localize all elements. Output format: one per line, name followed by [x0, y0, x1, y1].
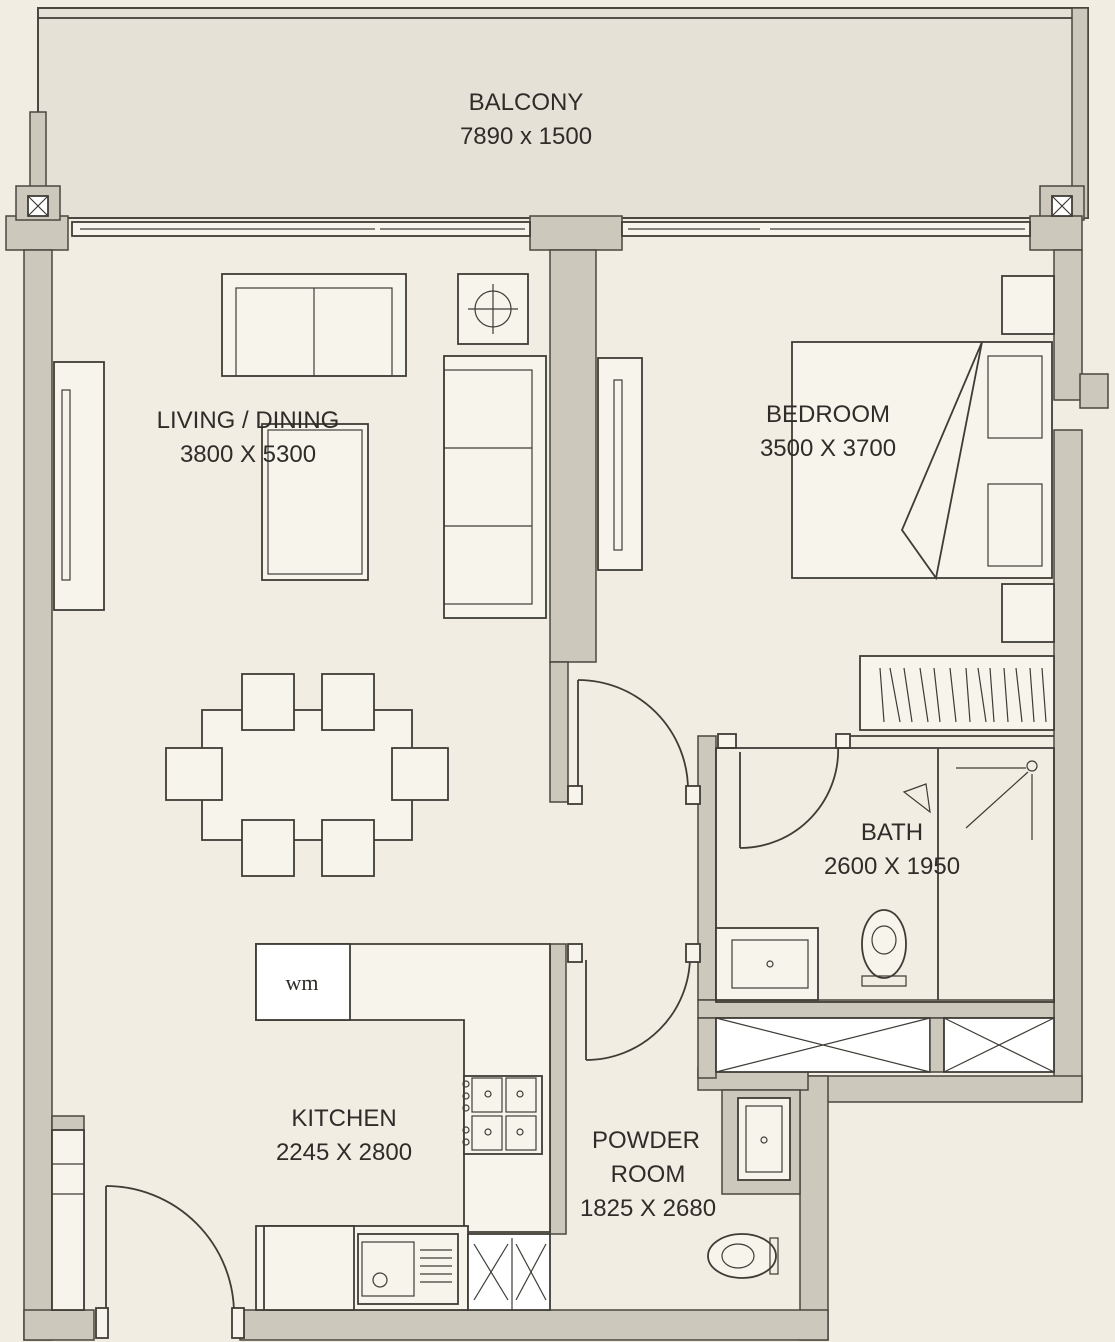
shower-head-icon: [1026, 760, 1038, 772]
wall-left: [23, 249, 53, 1341]
wall-corner-left: [5, 215, 69, 251]
dining-chair: [241, 819, 295, 877]
fridge: [263, 1225, 355, 1311]
powder-room-label-line2: ROOM: [611, 1161, 686, 1188]
wall-storage-left: [697, 1017, 717, 1079]
bedroom-door-swing: [577, 679, 689, 791]
nightstand: [1001, 275, 1055, 335]
outer-walls: [5, 185, 1109, 1341]
wall-top-middle: [529, 215, 623, 251]
powder-room-size: 1825 X 2680: [580, 1195, 716, 1222]
balcony-label: BALCONY: [469, 89, 584, 116]
powder-basin: [737, 1097, 791, 1181]
kitchen-fixtures: [51, 943, 551, 1311]
bath-label: BATH: [861, 819, 923, 846]
wall-living-bedroom-lower: [549, 661, 569, 803]
pillow: [987, 355, 1043, 439]
powder-door-swing: [585, 955, 691, 1061]
wall-right-upper: [1053, 249, 1083, 401]
doors: [95, 679, 851, 1339]
washing-machine: [255, 943, 351, 1021]
bath-toilet: [861, 909, 907, 979]
storage-cabinets: [715, 1017, 1055, 1073]
wall-powder-right: [799, 1075, 829, 1341]
kitchen-sink: [357, 1233, 459, 1305]
dining-chair: [321, 819, 375, 877]
cooktop: [463, 1075, 543, 1155]
dining-chair: [321, 673, 375, 731]
washing-machine-label: wm: [286, 970, 319, 995]
bed-blanket-fold: [900, 341, 983, 581]
bed: [791, 341, 1053, 579]
powder-fixtures: [707, 1097, 791, 1279]
powder-room-label-line1: POWDER: [592, 1127, 700, 1154]
dining-chair: [391, 747, 449, 801]
coffee-table: [261, 423, 369, 581]
living-dining-size: 3800 X 5300: [180, 441, 316, 468]
wall-right-notch: [1079, 373, 1109, 409]
bath-door-swing: [739, 743, 840, 849]
bedroom-size: 3500 X 3700: [760, 435, 896, 462]
living-furniture: [53, 273, 547, 619]
kitchen-size: 2245 X 2800: [276, 1139, 412, 1166]
wall-kitchen-powder: [549, 943, 567, 1235]
wall-bottom: [239, 1309, 829, 1341]
shower-drain-arrow: [965, 771, 1029, 829]
wall-corner-right: [1029, 215, 1083, 251]
nightstand: [1001, 583, 1055, 643]
wall-right-lower: [1053, 429, 1083, 1101]
kitchen-cabinet: [467, 1233, 551, 1311]
balcony-zone: [29, 7, 1089, 219]
dining-furniture: [165, 673, 449, 877]
bedroom-label: BEDROOM: [766, 401, 890, 428]
entry-cabinet: [51, 1129, 85, 1311]
bath-fixtures: [715, 747, 1055, 1003]
balcony-floor: [37, 7, 1089, 219]
wall-bottom-right: [799, 1075, 1083, 1103]
wall-bottom-left: [23, 1309, 95, 1341]
dining-chair: [165, 747, 223, 801]
bath-size: 2600 X 1950: [824, 853, 960, 880]
sliding-doors: [71, 221, 1031, 237]
powder-toilet: [707, 1233, 777, 1279]
sofa-three-seat: [443, 355, 547, 619]
pillow: [987, 483, 1043, 567]
wardrobe: [859, 655, 1055, 731]
wall-living-bedroom: [549, 249, 597, 663]
bedroom-tv-unit: [597, 357, 643, 571]
kitchen-label: KITCHEN: [291, 1105, 396, 1132]
dining-table: [201, 709, 413, 841]
column-markers: [27, 195, 1073, 217]
living-dining-label: LIVING / DINING: [157, 407, 340, 434]
dining-chair: [241, 673, 295, 731]
balcony-size: 7890 x 1500: [460, 123, 592, 150]
bedroom-furniture: [597, 275, 1055, 737]
room-labels: BALCONY 7890 x 1500 LIVING / DINING 3800…: [157, 89, 960, 1222]
entry-door-swing: [105, 1185, 235, 1315]
